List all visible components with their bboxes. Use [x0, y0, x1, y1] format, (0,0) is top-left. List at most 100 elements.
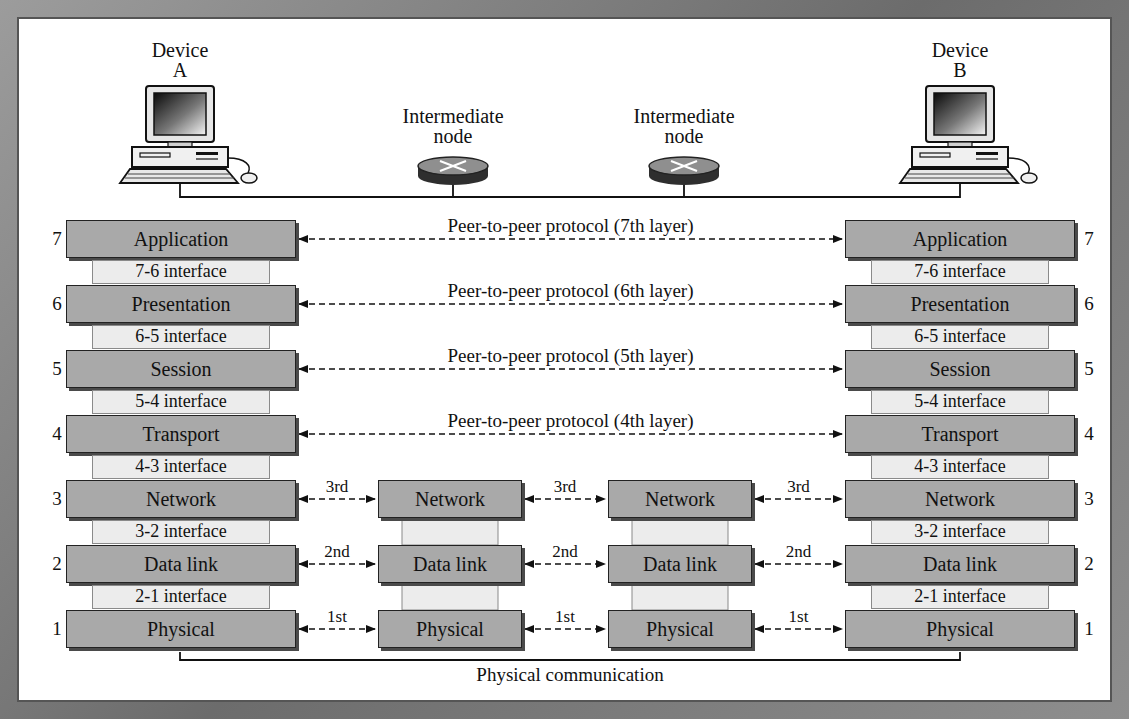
device-label: Intermediate node — [402, 106, 503, 146]
layer-number: 7 — [52, 229, 62, 250]
interface-box: 4-3 interface — [871, 455, 1049, 479]
layer-name: Transport — [921, 423, 998, 445]
protocol-label: 2nd — [549, 543, 581, 562]
layer-number: 2 — [1084, 554, 1094, 575]
protocol-arrow — [755, 628, 842, 630]
layer-name: Session — [929, 358, 990, 380]
layer-number: 4 — [1084, 424, 1094, 445]
interface-box: 3-2 interface — [871, 520, 1049, 544]
layer-name: Data link — [144, 553, 218, 575]
layer-name: Physical — [416, 618, 484, 640]
protocol-label: 1st — [324, 608, 350, 627]
interface-box: 7-6 interface — [92, 260, 270, 284]
layer-box: Presentation — [66, 285, 296, 323]
layer-number: 7 — [1084, 229, 1094, 250]
protocol-label: Peer-to-peer protocol (6th layer) — [445, 281, 697, 302]
layer-name: 3-2 interface — [135, 522, 226, 542]
computer-icon — [120, 86, 257, 183]
layer-box: Presentation — [845, 285, 1075, 323]
layer-name: 3-2 interface — [914, 522, 1005, 542]
layer-box: Session — [66, 350, 296, 388]
interface-box: 4-3 interface — [92, 455, 270, 479]
device-label: Device A — [152, 40, 209, 80]
layer-name: Physical — [147, 618, 215, 640]
layer-number: 6 — [52, 294, 62, 315]
layer-name: Physical — [646, 618, 714, 640]
layer-name: Network — [415, 488, 485, 510]
layer-box: Physical — [66, 610, 296, 648]
protocol-arrow — [299, 628, 375, 630]
protocol-arrow — [299, 433, 842, 435]
interface-box: 6-5 interface — [871, 325, 1049, 349]
protocol-arrow — [299, 563, 375, 565]
layer-box: Data link — [378, 545, 522, 583]
layer-name: Network — [146, 488, 216, 510]
layer-name: 2-1 interface — [135, 587, 226, 607]
interface-strip — [632, 583, 728, 610]
interface-box: 2-1 interface — [871, 585, 1049, 609]
layer-name: Application — [134, 228, 228, 250]
layer-name: 6-5 interface — [135, 327, 226, 347]
layer-name: Physical — [926, 618, 994, 640]
router-icon — [418, 157, 488, 185]
protocol-arrow — [755, 563, 842, 565]
router-icon — [649, 157, 719, 185]
layer-box: Data link — [66, 545, 296, 583]
protocol-label: 3rd — [323, 478, 352, 497]
caption-label: Physical communication — [476, 665, 663, 686]
protocol-arrow — [525, 628, 605, 630]
layer-name: 5-4 interface — [914, 392, 1005, 412]
layer-name: 2-1 interface — [914, 587, 1005, 607]
layer-name: Data link — [643, 553, 717, 575]
protocol-label: 1st — [786, 608, 812, 627]
layer-number: 5 — [52, 359, 62, 380]
protocol-label: 3rd — [784, 478, 813, 497]
layer-box: Data link — [608, 545, 752, 583]
protocol-label: Peer-to-peer protocol (5th layer) — [445, 346, 697, 367]
layer-number: 1 — [1084, 619, 1094, 640]
interface-box: 7-6 interface — [871, 260, 1049, 284]
layer-box: Physical — [378, 610, 522, 648]
layer-box: Network — [66, 480, 296, 518]
layer-box: Session — [845, 350, 1075, 388]
protocol-label: 3rd — [551, 478, 580, 497]
interface-box: 5-4 interface — [871, 390, 1049, 414]
interface-strip — [632, 518, 728, 545]
layer-name: 5-4 interface — [135, 392, 226, 412]
layer-name: Network — [925, 488, 995, 510]
layer-name: 4-3 interface — [914, 457, 1005, 477]
device-label: Intermediate node — [633, 106, 734, 146]
layer-box: Application — [66, 220, 296, 258]
layer-number: 6 — [1084, 294, 1094, 315]
layer-box: Physical — [845, 610, 1075, 648]
protocol-arrow — [525, 498, 605, 500]
layer-box: Network — [845, 480, 1075, 518]
layer-number: 2 — [52, 554, 62, 575]
layer-name: Network — [645, 488, 715, 510]
layer-name: 7-6 interface — [135, 262, 226, 282]
layer-name: 7-6 interface — [914, 262, 1005, 282]
protocol-label: 2nd — [321, 543, 353, 562]
protocol-label: 2nd — [783, 543, 815, 562]
protocol-label: Peer-to-peer protocol (7th layer) — [445, 216, 697, 237]
layer-box: Application — [845, 220, 1075, 258]
interface-strip — [402, 583, 498, 610]
layer-number: 3 — [52, 489, 62, 510]
layer-name: Data link — [923, 553, 997, 575]
physical-bracket — [180, 652, 960, 660]
interface-box: 3-2 interface — [92, 520, 270, 544]
layer-box: Network — [378, 480, 522, 518]
layer-name: Session — [150, 358, 211, 380]
layer-number: 3 — [1084, 489, 1094, 510]
device-label: Device B — [932, 40, 989, 80]
interface-box: 5-4 interface — [92, 390, 270, 414]
layer-box: Transport — [66, 415, 296, 453]
layer-number: 1 — [52, 619, 62, 640]
layer-name: 4-3 interface — [135, 457, 226, 477]
interface-strip — [402, 518, 498, 545]
interface-box: 2-1 interface — [92, 585, 270, 609]
layer-name: Application — [913, 228, 1007, 250]
layer-name: Presentation — [132, 293, 231, 315]
layer-box: Physical — [608, 610, 752, 648]
layer-name: 6-5 interface — [914, 327, 1005, 347]
